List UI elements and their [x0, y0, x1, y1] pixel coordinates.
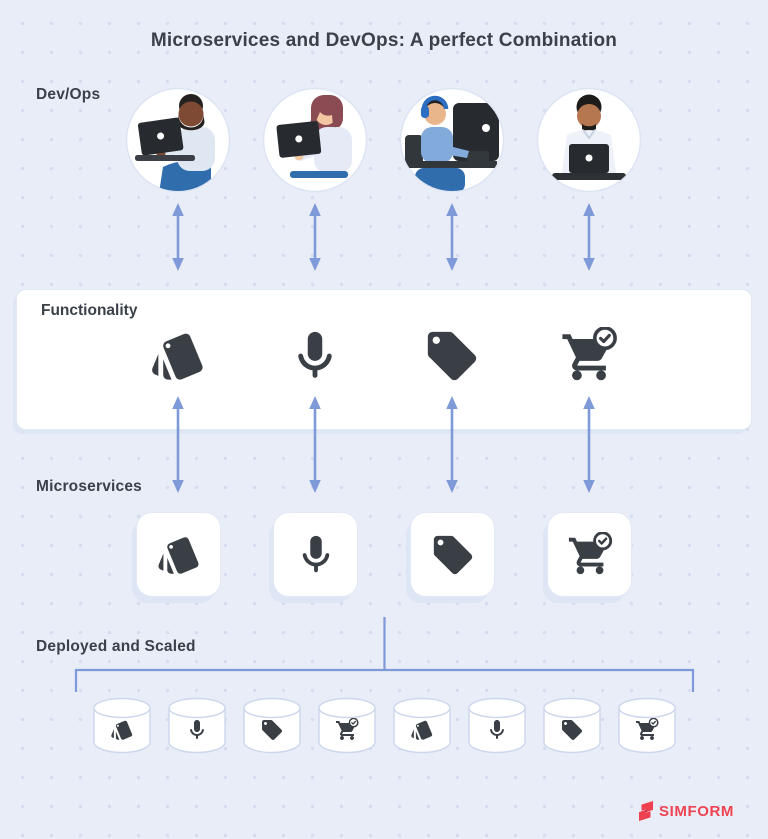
database-cylinder	[91, 697, 153, 757]
cart-check-icon	[567, 532, 613, 578]
simform-logo-icon	[639, 801, 653, 821]
avatar-developer-woman	[262, 87, 368, 193]
database-cylinder	[166, 697, 228, 757]
microservice-card	[136, 512, 221, 597]
functionality-panel: Functionality	[16, 289, 752, 430]
tag-icon	[430, 532, 476, 578]
double-arrow-icon	[579, 203, 599, 271]
double-arrow-icon	[442, 203, 462, 271]
simform-logo-text: SIMFORM	[659, 802, 735, 820]
devops-label: Dev/Ops	[36, 86, 101, 103]
database-cylinder	[541, 697, 603, 757]
avatar-developer-man-beard	[125, 87, 231, 193]
double-arrow-icon	[168, 396, 188, 493]
database-cylinder	[466, 697, 528, 757]
double-arrow-icon	[442, 396, 462, 493]
microphone-icon	[293, 532, 339, 578]
database-cylinder	[616, 697, 678, 757]
functionality-label: Functionality	[41, 302, 138, 319]
cart-check-icon	[560, 327, 618, 385]
double-arrow-icon	[305, 396, 325, 493]
branch-connector-line	[74, 617, 695, 692]
cards-icon	[156, 532, 202, 578]
avatar-developer-front	[536, 87, 642, 193]
microphone-icon	[286, 327, 344, 385]
avatar-developer-headphones	[399, 87, 505, 193]
cards-icon	[149, 327, 207, 385]
database-cylinder	[316, 697, 378, 757]
microservice-card	[273, 512, 358, 597]
database-cylinder	[241, 697, 303, 757]
microservices-label: Microservices	[36, 478, 142, 495]
microservice-card	[410, 512, 495, 597]
double-arrow-icon	[305, 203, 325, 271]
deployed-label: Deployed and Scaled	[36, 638, 196, 655]
database-cylinder	[391, 697, 453, 757]
double-arrow-icon	[168, 203, 188, 271]
page-title: Microservices and DevOps: A perfect Comb…	[150, 30, 618, 51]
microservice-card	[547, 512, 632, 597]
tag-icon	[423, 327, 481, 385]
simform-logo: SIMFORM	[637, 801, 734, 821]
double-arrow-icon	[579, 396, 599, 493]
